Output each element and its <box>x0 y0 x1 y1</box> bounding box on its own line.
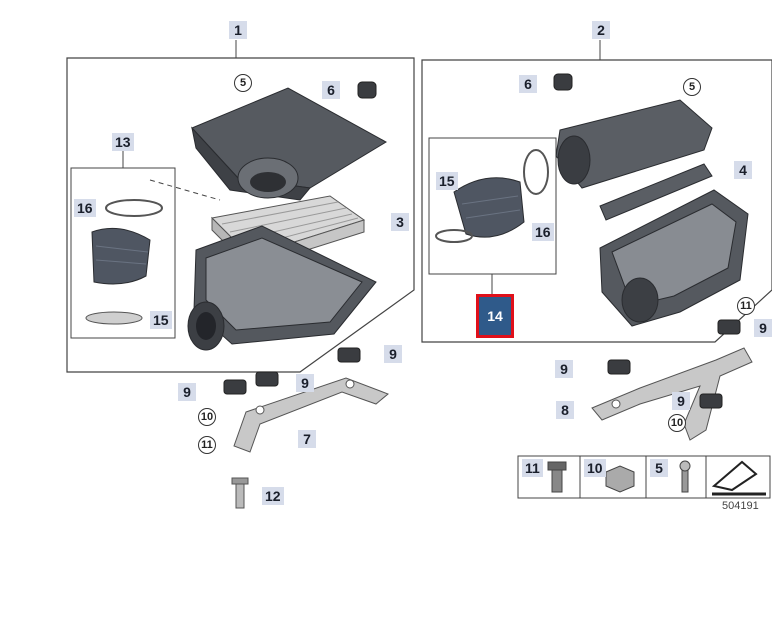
air-filter-right <box>599 163 713 221</box>
label-part-7: 7 <box>298 430 316 448</box>
hose-left <box>85 199 163 325</box>
label-part-9-c: 9 <box>384 345 402 363</box>
legend-label-11: 11 <box>522 459 543 477</box>
grommets-right <box>607 319 741 409</box>
label-part-8: 8 <box>556 401 574 419</box>
label-part-11-left: 11 <box>198 436 216 454</box>
assembly-2-frame <box>421 59 772 343</box>
label-part-6-left: 6 <box>322 81 340 99</box>
label-part-12: 12 <box>262 487 284 505</box>
assembly-1-frame <box>66 57 415 373</box>
caps <box>357 73 573 99</box>
label-part-6-right: 6 <box>519 75 537 93</box>
label-assembly-2: 2 <box>592 21 610 39</box>
label-part-10-left: 10 <box>198 408 216 426</box>
legend-label-5: 5 <box>650 459 668 477</box>
label-part-9-b: 9 <box>296 374 314 392</box>
grommets-left <box>223 347 361 395</box>
legend-table <box>517 455 771 499</box>
drawing-number: 504191 <box>722 500 759 512</box>
label-part-9-e: 9 <box>672 392 690 410</box>
bolt-12 <box>231 477 249 509</box>
label-part-11-right: 11 <box>737 297 755 315</box>
label-part-9-d: 9 <box>555 360 573 378</box>
air-duct-right <box>555 99 713 189</box>
label-assembly-1: 1 <box>229 21 247 39</box>
label-part-16-left: 16 <box>74 199 96 217</box>
label-part-4: 4 <box>734 161 752 179</box>
airbox-housing-left <box>187 225 377 351</box>
label-part-10-right: 10 <box>668 414 686 432</box>
hose-right <box>435 149 549 243</box>
label-part-5-right: 5 <box>683 78 701 96</box>
label-part-5-left: 5 <box>234 74 252 92</box>
label-part-3: 3 <box>391 213 409 231</box>
airbox-housing-right <box>599 189 749 327</box>
label-part-9-f: 9 <box>754 319 772 337</box>
label-part-15-left: 15 <box>150 311 172 329</box>
label-part-15-right: 15 <box>436 172 458 190</box>
label-part-16-right: 16 <box>532 223 554 241</box>
bracket-left <box>233 377 389 453</box>
label-part-14-highlighted[interactable]: 14 <box>476 294 514 338</box>
label-part-9-a: 9 <box>178 383 196 401</box>
label-part-13: 13 <box>112 133 134 151</box>
airbox-lid-left <box>191 87 387 201</box>
legend-label-10: 10 <box>584 459 606 477</box>
